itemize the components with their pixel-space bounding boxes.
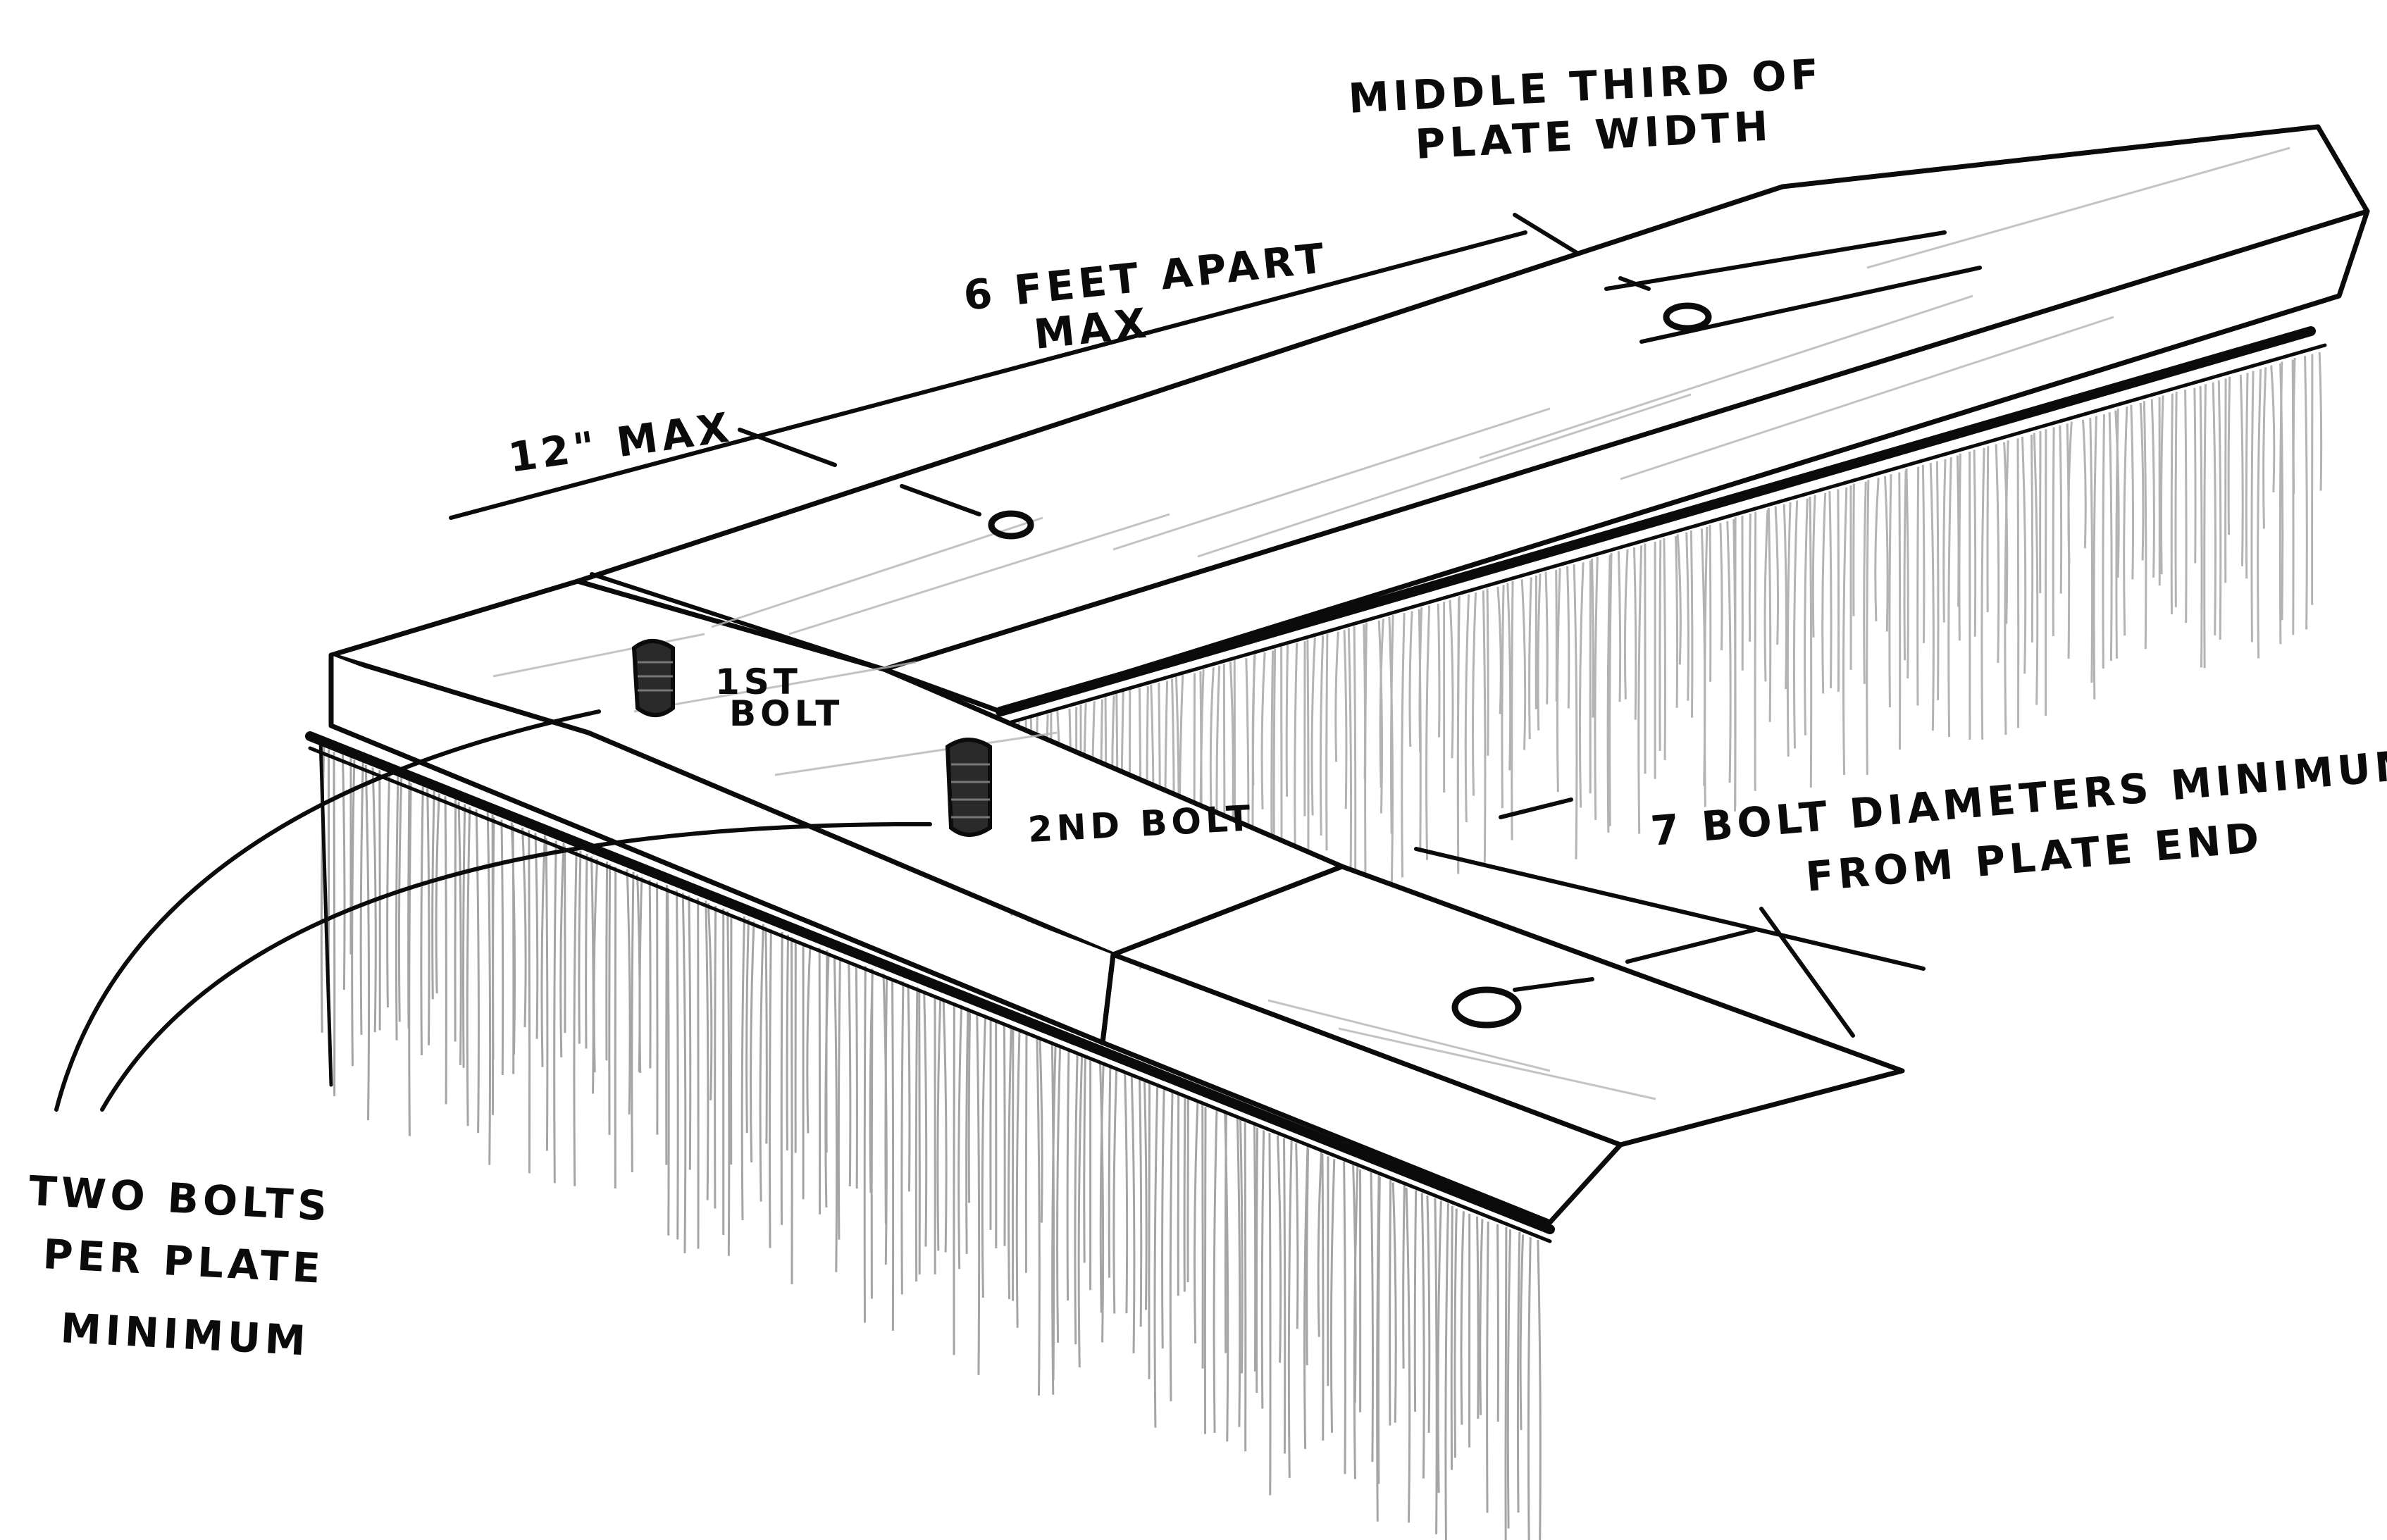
label-two-bolts-line-1: TWO BOLTS xyxy=(27,1167,332,1230)
dimension-lines xyxy=(54,213,1982,1112)
label-bolt-1-line-1: 1ST xyxy=(715,662,802,702)
bolt-hole-front-2 xyxy=(1451,986,1522,1029)
label-two-bolts-line-3: MINIMUM xyxy=(59,1304,311,1365)
front-plate-2-top xyxy=(1110,864,1905,1148)
bolt-2 xyxy=(945,738,992,837)
label-twelve-max: 12" MAX xyxy=(505,403,736,482)
bolt-1 xyxy=(631,639,675,717)
foundation-wall-edges xyxy=(305,326,2327,1243)
label-two-bolts-line-2: PER PLATE xyxy=(42,1230,326,1293)
front-plate-2-side xyxy=(1100,952,1623,1225)
back-plate-1-top xyxy=(575,124,2370,672)
bolt-hole-back-2 xyxy=(1663,302,1712,332)
bolt-holes xyxy=(988,302,1712,1029)
annotations: MIDDLE THIRD OF PLATE WIDTH 6 FEET APART… xyxy=(27,50,2387,1365)
label-bolt-1-line-2: BOLT xyxy=(729,693,843,734)
back-plate-1-side xyxy=(881,209,2370,714)
bolt-hole-back-1 xyxy=(988,510,1034,540)
foundation-wall-front-hatching xyxy=(320,746,1542,1540)
wood-grain xyxy=(492,147,2290,1100)
